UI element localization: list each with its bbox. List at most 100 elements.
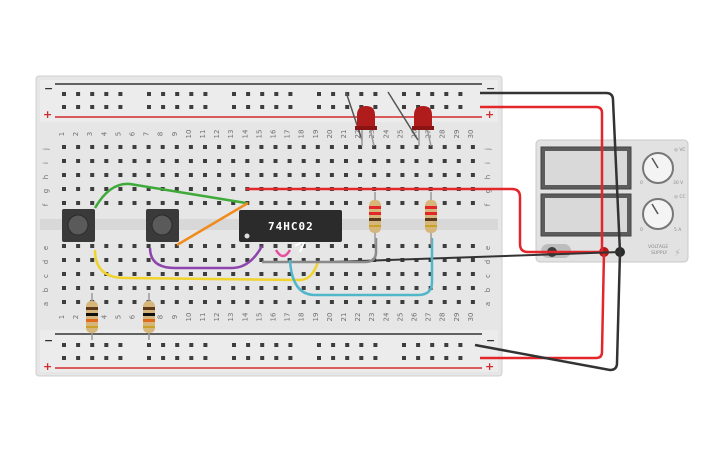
terminal-hole[interactable] (400, 159, 405, 163)
rail-hole[interactable] (260, 105, 265, 109)
terminal-hole[interactable] (146, 173, 151, 177)
terminal-hole[interactable] (344, 258, 348, 262)
terminal-hole[interactable] (287, 201, 292, 205)
rail-hole[interactable] (359, 356, 364, 360)
terminal-hole[interactable] (470, 173, 475, 177)
terminal-hole[interactable] (315, 159, 320, 163)
rail-hole[interactable] (147, 105, 151, 109)
terminal-hole[interactable] (287, 145, 292, 149)
terminal-hole[interactable] (315, 258, 320, 262)
rail-hole[interactable] (232, 105, 236, 109)
terminal-hole[interactable] (470, 258, 475, 262)
rail-hole[interactable] (62, 105, 66, 109)
terminal-hole[interactable] (76, 286, 81, 290)
terminal-hole[interactable] (456, 145, 461, 149)
terminal-hole[interactable] (146, 201, 151, 205)
rail-hole[interactable] (317, 356, 321, 360)
rail-hole[interactable] (118, 343, 123, 347)
terminal-hole[interactable] (442, 286, 447, 290)
terminal-hole[interactable] (132, 300, 137, 304)
rail-hole[interactable] (203, 105, 208, 109)
wire-gray[interactable] (262, 238, 378, 264)
terminal-hole[interactable] (188, 145, 193, 149)
rail-hole[interactable] (430, 356, 435, 360)
rail-hole[interactable] (317, 343, 321, 347)
terminal-hole[interactable] (90, 244, 95, 248)
terminal-hole[interactable] (259, 286, 264, 290)
terminal-hole[interactable] (146, 244, 151, 248)
rail-hole[interactable] (317, 105, 321, 109)
terminal-hole[interactable] (118, 272, 123, 276)
rail-hole[interactable] (274, 356, 279, 360)
terminal-hole[interactable] (414, 159, 419, 163)
terminal-hole[interactable] (287, 159, 292, 163)
rail-hole[interactable] (274, 105, 279, 109)
terminal-hole[interactable] (442, 258, 447, 262)
terminal-hole[interactable] (358, 201, 363, 205)
terminal-hole[interactable] (428, 159, 433, 163)
terminal-hole[interactable] (372, 300, 377, 304)
terminal-hole[interactable] (62, 187, 66, 191)
terminal-hole[interactable] (231, 300, 236, 304)
terminal-hole[interactable] (174, 300, 179, 304)
terminal-hole[interactable] (273, 173, 278, 177)
terminal-hole[interactable] (358, 244, 363, 248)
terminal-hole[interactable] (428, 173, 433, 177)
wire-black-bottom-rail[interactable] (474, 251, 622, 372)
rail-hole[interactable] (274, 343, 279, 347)
terminal-hole[interactable] (90, 201, 95, 205)
terminal-hole[interactable] (470, 286, 475, 290)
rail-hole[interactable] (189, 105, 194, 109)
rail-hole[interactable] (458, 356, 463, 360)
terminal-hole[interactable] (203, 159, 207, 163)
terminal-hole[interactable] (174, 286, 179, 290)
terminal-hole[interactable] (118, 187, 123, 191)
terminal-hole[interactable] (203, 201, 207, 205)
terminal-hole[interactable] (315, 145, 320, 149)
terminal-hole[interactable] (90, 258, 95, 262)
terminal-hole[interactable] (217, 145, 222, 149)
terminal-hole[interactable] (174, 173, 179, 177)
terminal-hole[interactable] (231, 187, 236, 191)
terminal-hole[interactable] (146, 258, 151, 262)
terminal-hole[interactable] (386, 145, 391, 149)
terminal-hole[interactable] (400, 201, 405, 205)
terminal-hole[interactable] (118, 145, 123, 149)
rail-hole[interactable] (288, 343, 293, 347)
terminal-hole[interactable] (428, 145, 433, 149)
terminal-hole[interactable] (118, 244, 123, 248)
terminal-hole[interactable] (456, 244, 461, 248)
terminal-hole[interactable] (386, 272, 391, 276)
terminal-hole[interactable] (315, 244, 320, 248)
terminal-hole[interactable] (174, 272, 179, 276)
terminal-hole[interactable] (301, 286, 306, 290)
terminal-hole[interactable] (62, 159, 66, 163)
terminal-hole[interactable] (104, 244, 109, 248)
wire-red-bottom-rail[interactable] (480, 251, 606, 360)
rail-hole[interactable] (62, 356, 66, 360)
rail-hole[interactable] (373, 105, 378, 109)
terminal-hole[interactable] (470, 244, 475, 248)
terminal-hole[interactable] (301, 258, 306, 262)
terminal-hole[interactable] (456, 201, 461, 205)
rail-hole[interactable] (175, 356, 180, 360)
terminal-hole[interactable] (132, 187, 137, 191)
terminal-hole[interactable] (315, 286, 320, 290)
terminal-hole[interactable] (217, 187, 222, 191)
terminal-hole[interactable] (231, 244, 236, 248)
rail-hole[interactable] (90, 105, 95, 109)
terminal-hole[interactable] (188, 258, 193, 262)
terminal-hole[interactable] (442, 173, 447, 177)
rail-hole[interactable] (331, 92, 336, 96)
terminal-hole[interactable] (217, 286, 222, 290)
led-1[interactable] (345, 91, 377, 147)
rail-hole[interactable] (317, 92, 321, 96)
terminal-hole[interactable] (301, 159, 306, 163)
rail-hole[interactable] (147, 92, 151, 96)
terminal-hole[interactable] (344, 173, 348, 177)
rail-hole[interactable] (76, 356, 81, 360)
terminal-hole[interactable] (203, 244, 207, 248)
wire-green[interactable] (93, 182, 247, 209)
resistor-4[interactable] (425, 192, 437, 245)
terminal-hole[interactable] (104, 286, 109, 290)
